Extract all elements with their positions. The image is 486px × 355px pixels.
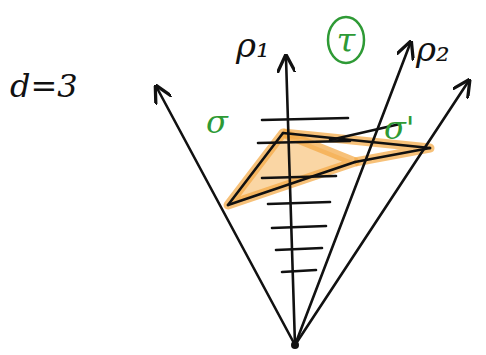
hatch xyxy=(262,176,336,178)
circle-outline xyxy=(328,17,364,63)
ray-label: ρ₂ xyxy=(416,32,450,66)
ray-label: ρ₁ xyxy=(236,28,270,62)
hatch xyxy=(282,270,316,272)
ray xyxy=(295,82,468,345)
face-label: σ xyxy=(206,106,228,138)
circled-label: τ xyxy=(326,15,366,65)
ray xyxy=(286,58,295,345)
hatch xyxy=(272,226,326,228)
ray xyxy=(157,88,295,345)
hatch xyxy=(276,248,322,250)
face-label: σ' xyxy=(384,112,415,144)
edge-line xyxy=(355,148,430,162)
hatch xyxy=(268,202,330,204)
hatch xyxy=(258,141,350,143)
edge-line xyxy=(228,162,355,205)
dimension-label: d=3 xyxy=(10,70,78,102)
node-text: τ xyxy=(337,23,356,57)
hatch xyxy=(262,118,348,120)
origin-dot xyxy=(291,341,299,349)
